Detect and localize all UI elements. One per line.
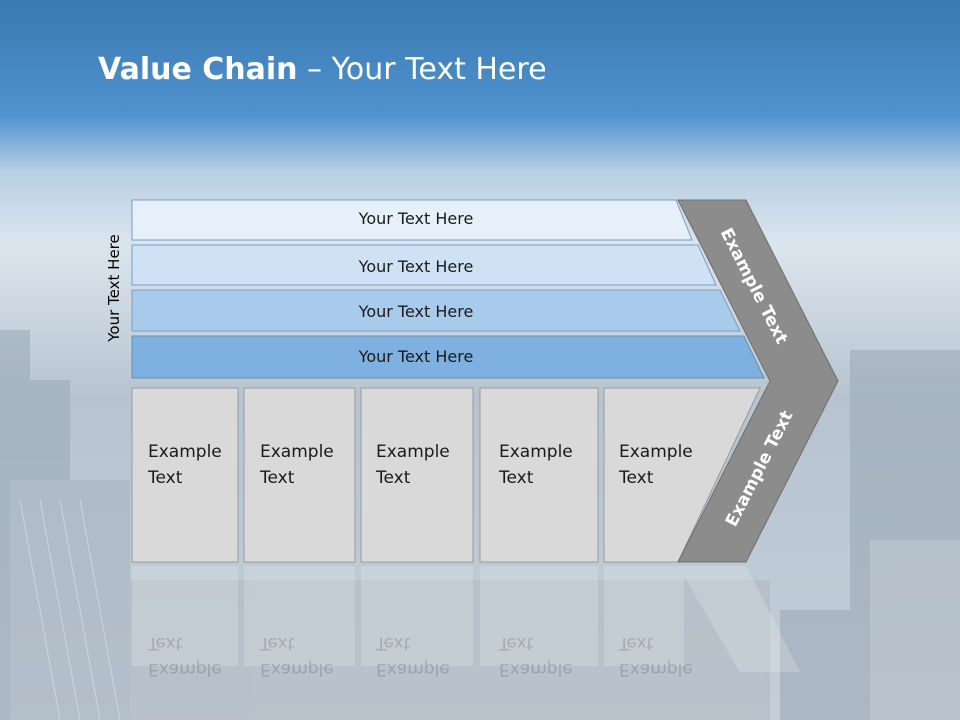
primary-box-3-line2: Text [376,468,411,488]
primary-box-3[interactable] [360,387,474,563]
slide-title: Value Chain – Your Text Here [98,52,547,87]
primary-box-2-line1: Example [260,442,334,462]
primary-box-4-label: Example Text [499,439,573,491]
margin-chevron[interactable] [677,199,839,563]
support-bar-3-label: Your Text Here [358,302,474,321]
primary-box-4-line1: Example [499,442,573,462]
primary-box-3-label: Example Text [376,439,450,491]
title-bold: Value Chain [98,52,298,87]
primary-box-2[interactable] [243,387,356,563]
primary-box-4[interactable] [479,387,599,563]
primary-box-1-line1: Example [148,442,222,462]
primary-box-5-line1: Example [619,442,693,462]
primary-box-5-line2: Text [619,468,654,488]
support-bar-4[interactable] [131,335,765,379]
primary-box-1-line2: Text [148,468,183,488]
primary-box-5-label: Example Text [619,439,693,491]
support-bar-3[interactable] [131,289,741,332]
support-bar-4-label: Your Text Here [358,347,474,366]
primary-box-4-line2: Text [499,468,534,488]
title-rest: – Your Text Here [297,52,547,87]
primary-box-2-label: Example Text [260,439,334,491]
primary-box-1-label: Example Text [148,439,222,491]
primary-box-2-line2: Text [260,468,295,488]
support-bar-2-label: Your Text Here [358,257,474,276]
primary-box-1[interactable] [131,387,239,563]
side-label: Your Text Here [105,234,123,342]
primary-box-3-line1: Example [376,442,450,462]
support-bar-1[interactable] [131,199,693,241]
support-bar-1-label: Your Text Here [358,209,474,228]
support-bar-2[interactable] [131,244,717,286]
